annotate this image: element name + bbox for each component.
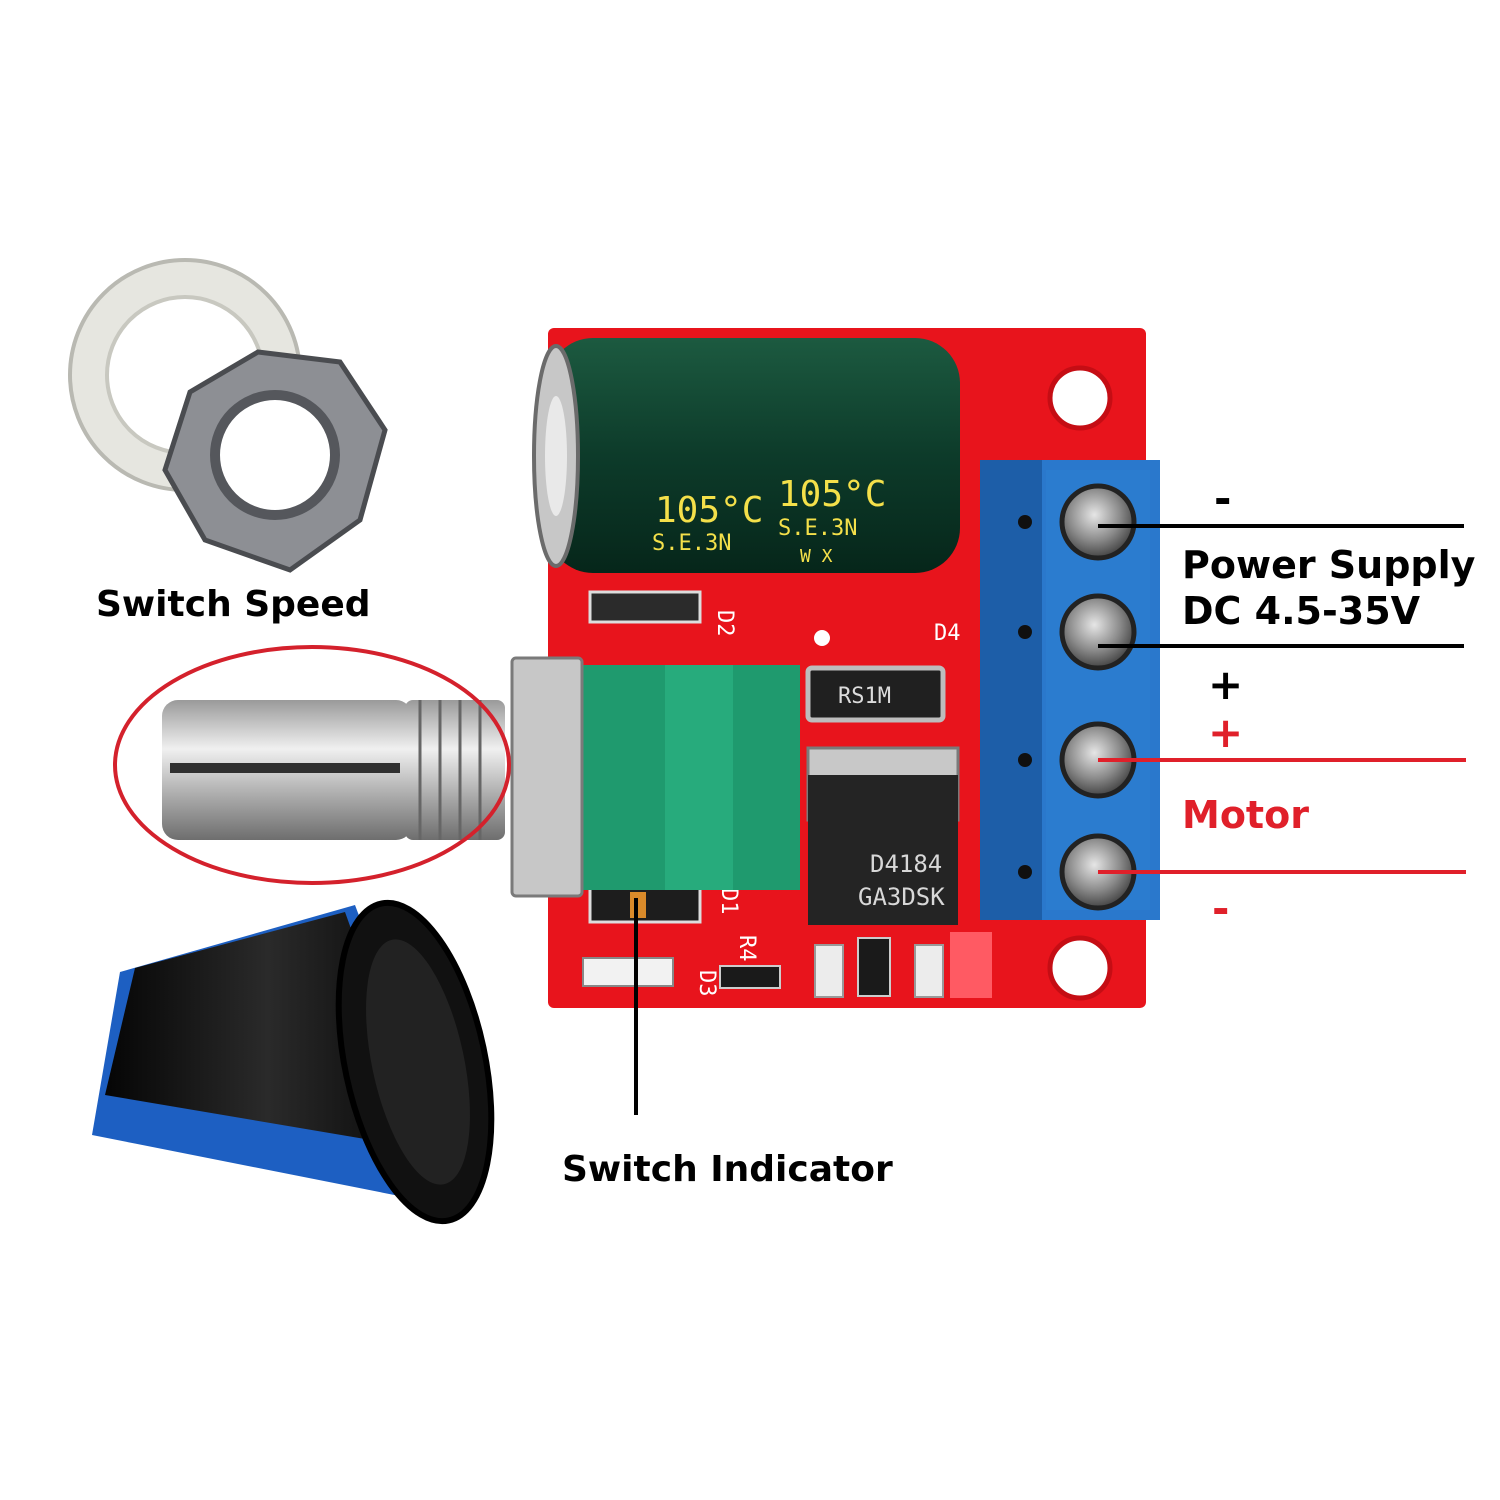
capacitor-code-2: S.E.3N — [778, 516, 857, 541]
mosfet-line2: GA3DSK — [858, 883, 945, 911]
motor-minus-label: - — [1212, 884, 1230, 933]
screw-2 — [1059, 593, 1137, 671]
diode-marking: RS1M — [838, 684, 891, 709]
switch-speed-label: Switch Speed — [96, 584, 371, 625]
leader-lines — [634, 524, 1466, 1115]
silk-d2: D2 — [712, 610, 737, 637]
silk-r4: R4 — [734, 935, 759, 962]
potentiometer — [162, 656, 800, 898]
power-supply-label: Power Supply — [1182, 543, 1476, 587]
capacitor-code-1: S.E.3N — [652, 531, 731, 556]
knob — [92, 899, 495, 1225]
capacitor-wx: W X — [800, 546, 833, 567]
screw-terminal-block — [980, 460, 1160, 920]
mosfet-d4184: D4184 GA3DSK — [806, 746, 960, 925]
motor-label: Motor — [1182, 793, 1309, 837]
power-voltage-label: DC 4.5-35V — [1182, 589, 1421, 633]
silk-d3: D3 — [694, 970, 719, 997]
capacitor-temp-2: 105°C — [778, 474, 886, 515]
power-plus-label: + — [1208, 660, 1244, 709]
screw-1 — [1059, 483, 1137, 561]
motor-plus-label: + — [1208, 708, 1244, 757]
power-minus-label: - — [1214, 474, 1232, 523]
diode-rs1m: RS1M — [805, 665, 946, 723]
silk-d4: D4 — [934, 621, 961, 646]
mosfet-line1: D4184 — [870, 850, 942, 878]
silkscreen: D2 D4 D1 R4 D3 — [694, 610, 961, 997]
electrolytic-capacitor: 105°C 105°C S.E.3N S.E.3N W X — [532, 338, 960, 573]
silk-d1: D1 — [716, 888, 741, 915]
capacitor-temp-1: 105°C — [655, 490, 763, 531]
shaft-highlight-ellipse — [113, 645, 511, 885]
hex-nut — [162, 349, 388, 573]
switch-indicator-label: Switch Indicator — [562, 1149, 893, 1190]
